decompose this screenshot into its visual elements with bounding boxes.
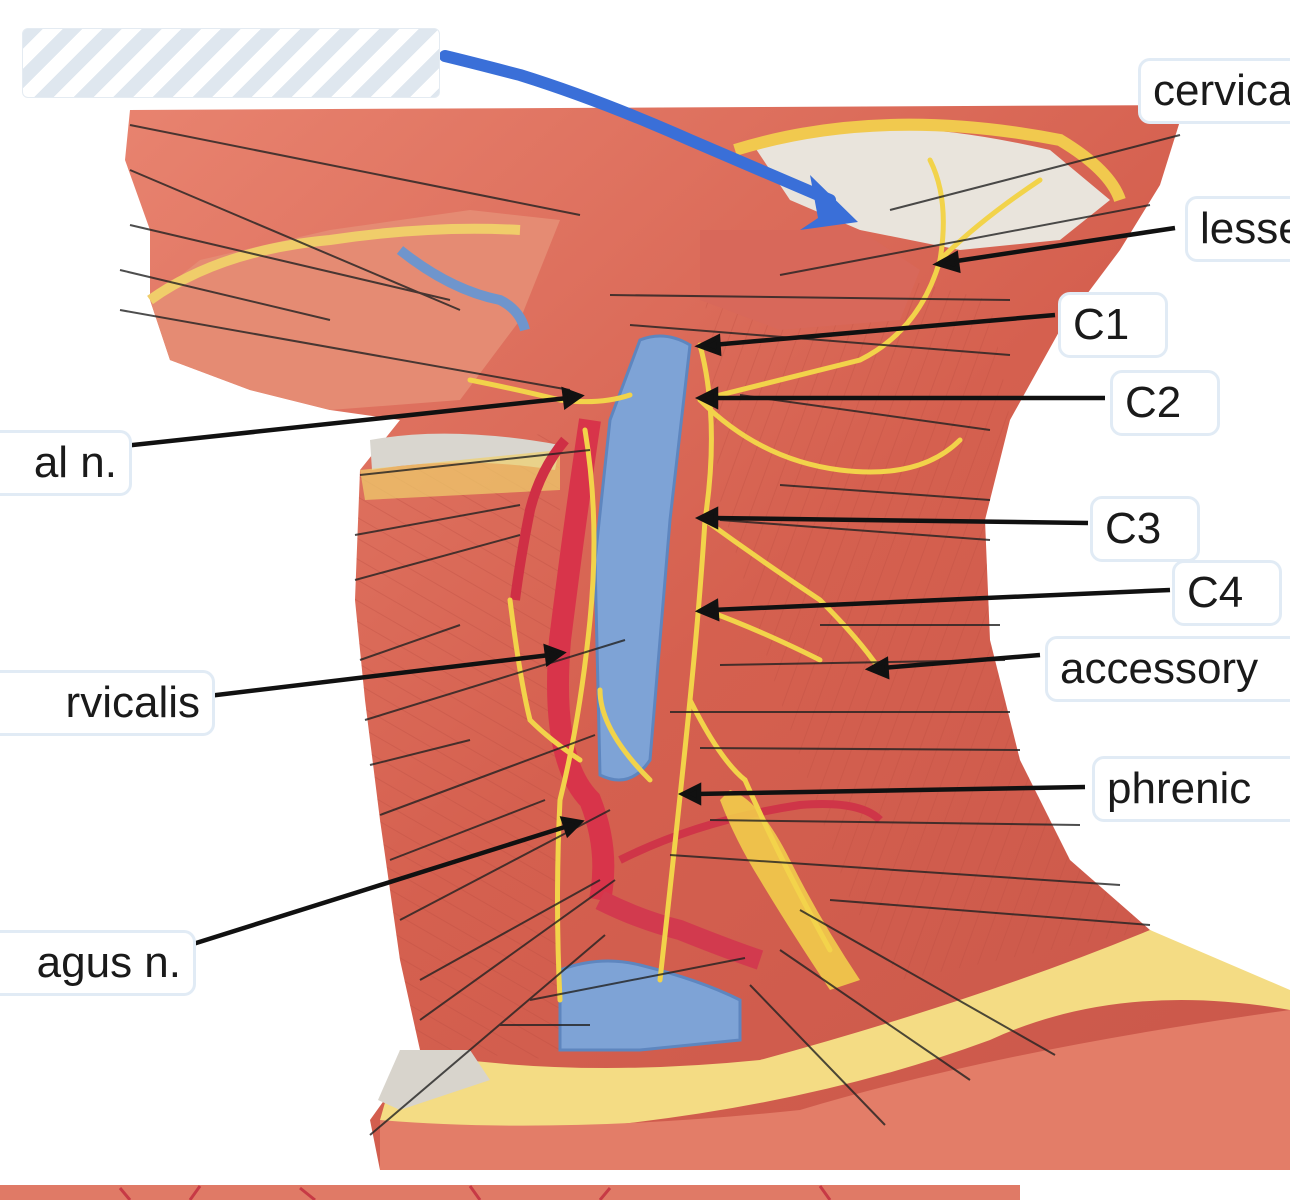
- label-vagus[interactable]: agus n.: [0, 930, 196, 996]
- label-c2[interactable]: C2: [1110, 370, 1220, 436]
- label-c4[interactable]: C4: [1172, 560, 1282, 626]
- label-phrenic[interactable]: phrenic: [1092, 756, 1290, 822]
- label-ansa[interactable]: rvicalis: [0, 670, 215, 736]
- mandible-fat: [147, 223, 521, 305]
- next-card-vessels: [118, 1185, 832, 1200]
- internal-jugular-vein: [593, 334, 692, 782]
- subclavian-artery: [595, 891, 764, 970]
- label-c1[interactable]: C1: [1058, 292, 1168, 358]
- label-auricular[interactable]: al n.: [0, 430, 132, 496]
- brachial-plexus: [720, 790, 860, 990]
- annotation-arrowhead: [800, 175, 858, 230]
- submandibular-region: [150, 210, 560, 410]
- leader-lines: [119, 124, 1181, 1136]
- annotation-pointer-arrow: [439, 50, 836, 206]
- occipital-fat: [733, 118, 1126, 203]
- subclavian-vein: [558, 959, 742, 1052]
- external-carotid-branch: [510, 436, 569, 601]
- trapezius-lower: [380, 1010, 1290, 1170]
- label-c3[interactable]: C3: [1090, 496, 1200, 562]
- facial-vein: [396, 246, 530, 332]
- splenius-muscle: [700, 230, 920, 330]
- carotid-artery: [547, 418, 615, 903]
- next-card-preview: [0, 1185, 1020, 1200]
- clavicle-fat: [380, 930, 1290, 1132]
- hidden-answer-box[interactable]: [22, 28, 440, 98]
- hyoid-fat: [360, 450, 560, 500]
- label-lesser[interactable]: lesse: [1185, 196, 1290, 262]
- label-cervical[interactable]: cervica: [1138, 58, 1290, 124]
- label-arrows: [104, 225, 1176, 958]
- thyrocervical-branch: [618, 800, 883, 864]
- label-accessory[interactable]: accessory: [1045, 636, 1290, 702]
- muscle-fiber-texture: [355, 430, 560, 1060]
